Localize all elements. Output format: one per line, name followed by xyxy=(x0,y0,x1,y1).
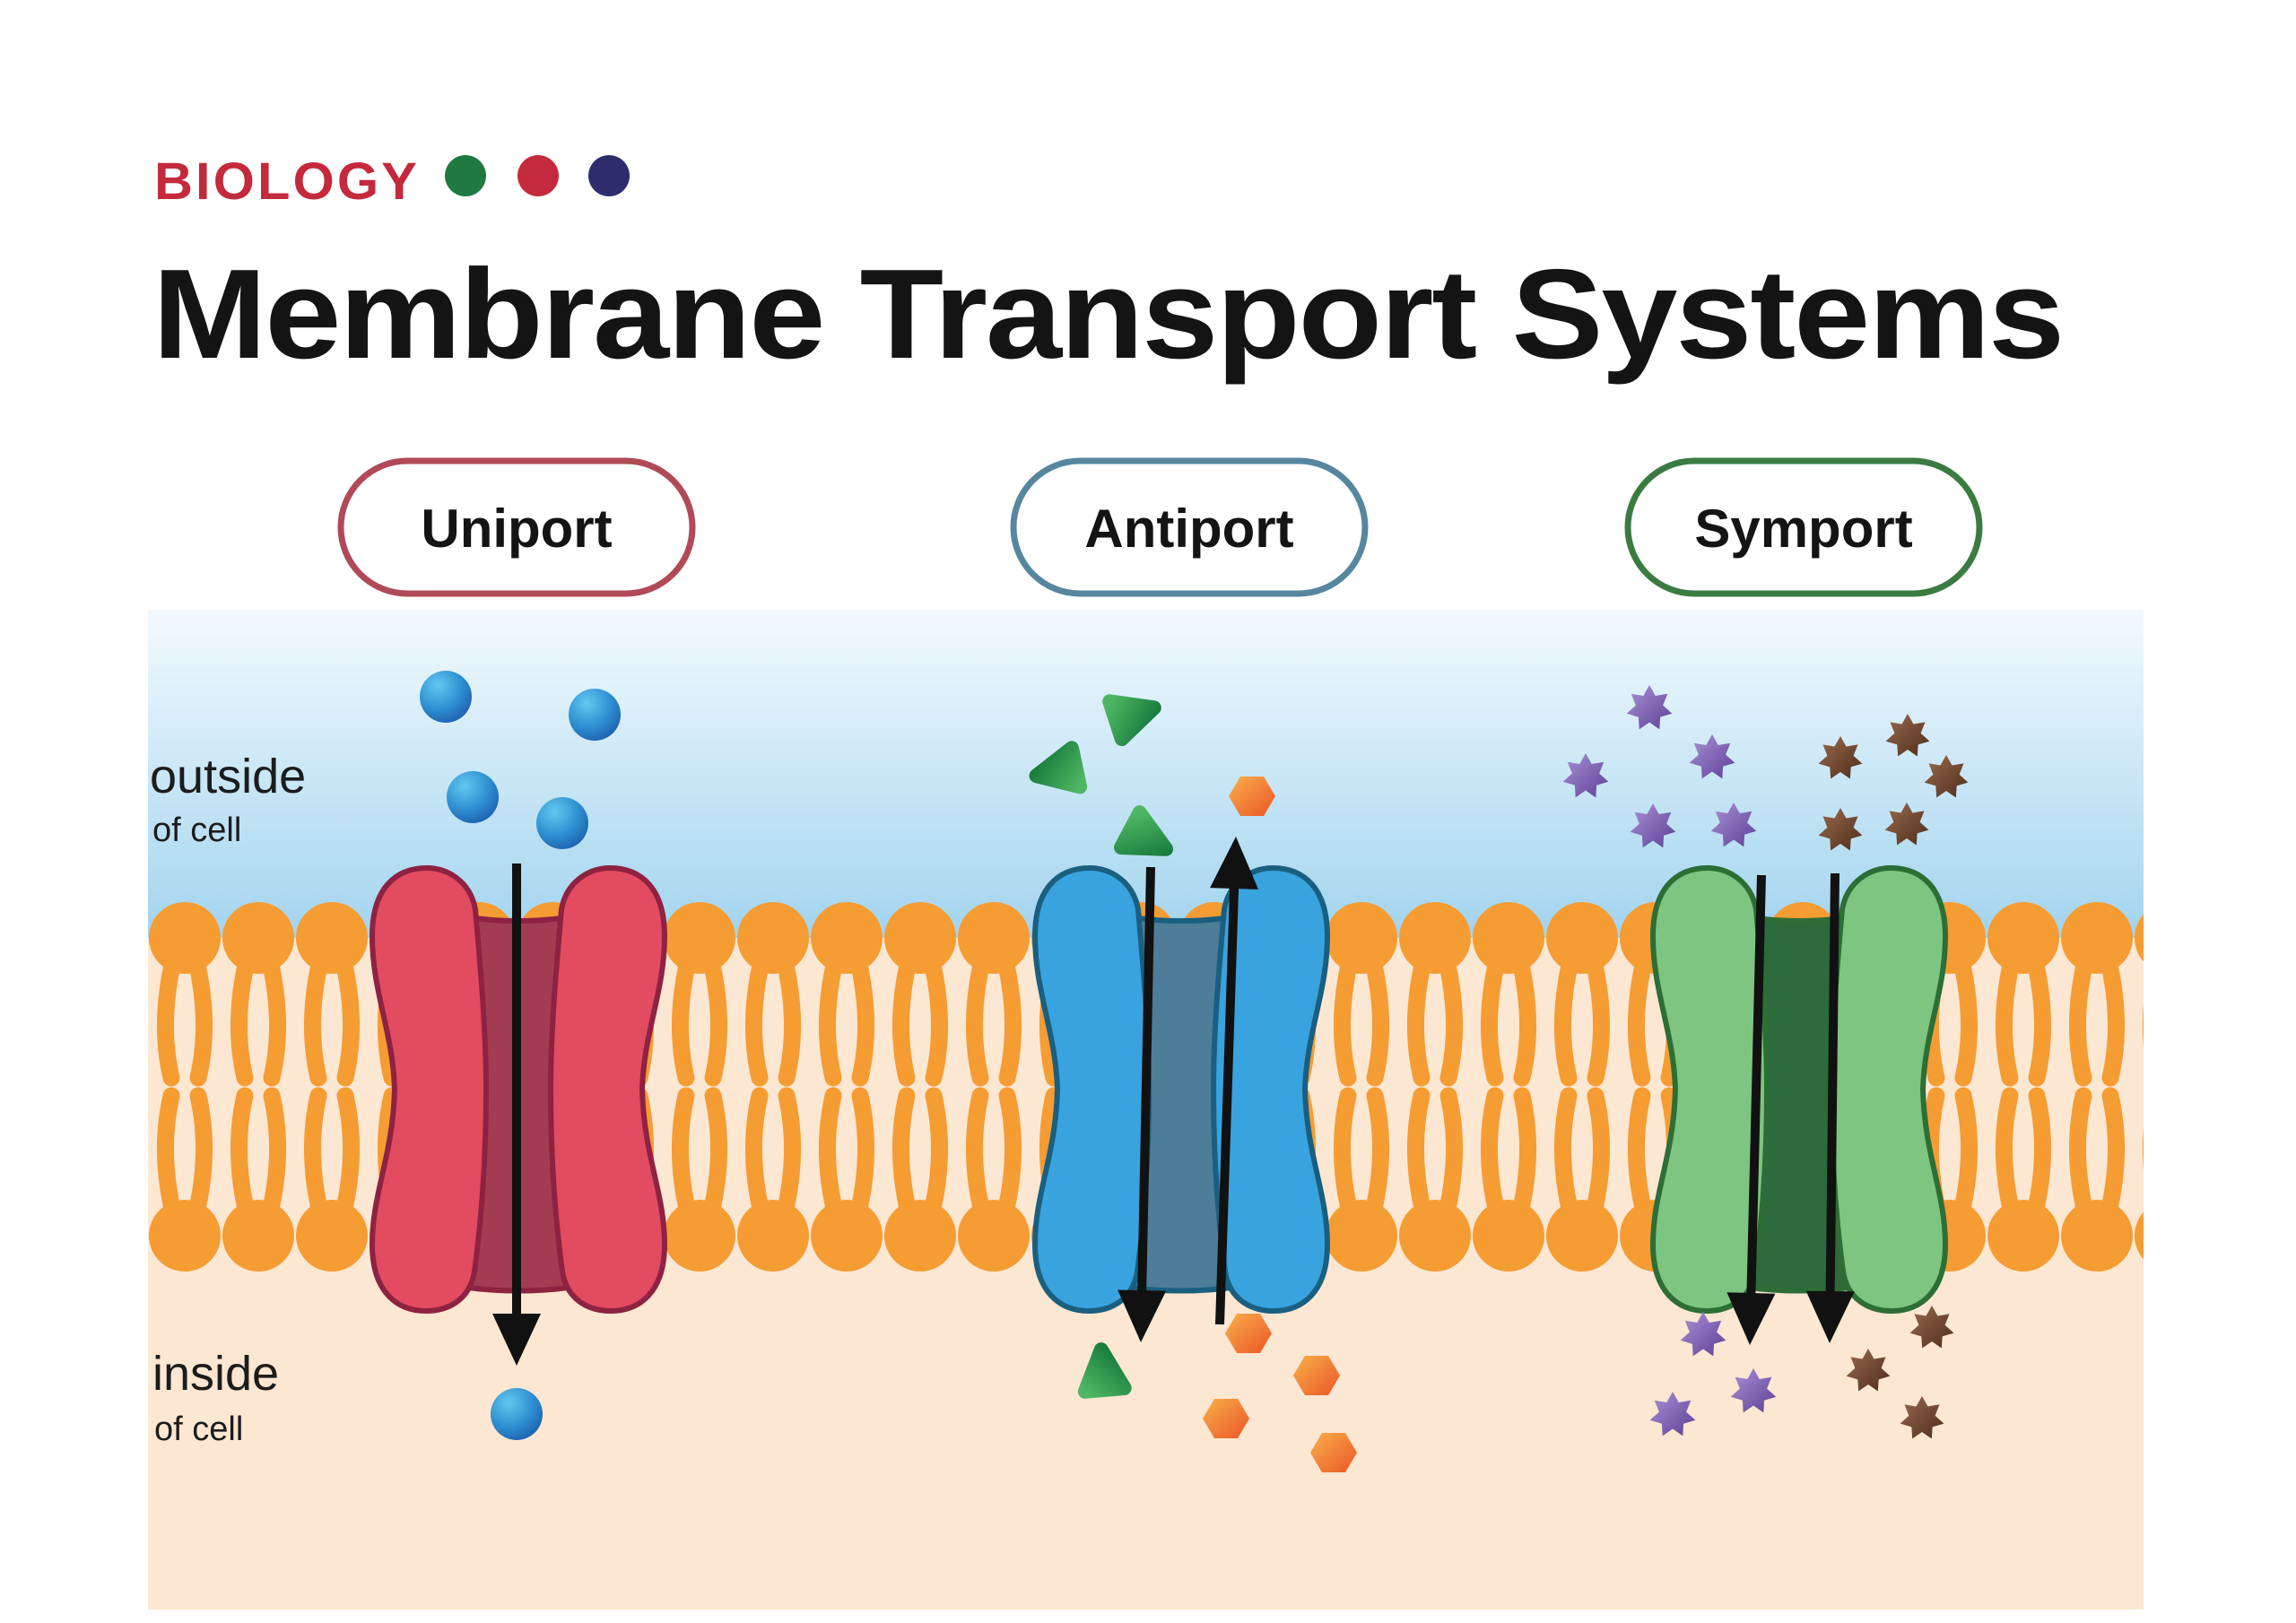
antiport-arrowhead xyxy=(1210,837,1259,890)
uniport-arrowhead xyxy=(492,1314,541,1366)
inside-of-cell-label: inside of cell xyxy=(152,1347,279,1448)
uniport-channel-protein xyxy=(369,864,668,1315)
uniport-channel-lobe-left xyxy=(369,864,490,1315)
uniport-molecule-sphere-icon xyxy=(491,1388,543,1440)
page-title: Membrane Transport Systems xyxy=(152,243,2063,386)
uniport-molecule-sphere-icon xyxy=(447,771,499,823)
uniport-pill-label: Uniport xyxy=(421,499,612,559)
symport-arrow-shaft xyxy=(1746,874,1766,1299)
antiport-arrowhead xyxy=(1118,1289,1167,1342)
uniport-molecule-sphere-icon xyxy=(536,797,588,849)
uniport-pill-outline xyxy=(337,457,696,597)
transport-channels xyxy=(369,864,1949,1315)
symport-channel-lobe-left xyxy=(1649,864,1770,1315)
uniport-molecule-sphere-icon xyxy=(420,671,472,723)
symport-channel-protein xyxy=(1649,864,1949,1315)
outside-of-cell-label: outside of cell xyxy=(150,750,306,849)
symport-pill-label: Symport xyxy=(1694,499,1912,559)
symport-arrowhead xyxy=(1726,1292,1776,1345)
uniport-molecule-sphere-icon xyxy=(569,689,621,741)
outside-label-line2: of cell xyxy=(152,812,241,849)
transport-arrows xyxy=(492,837,1855,1366)
antiport-arrow-shaft xyxy=(1137,866,1155,1297)
symport-pill: Symport xyxy=(1624,457,1983,597)
symport-pill-outline xyxy=(1624,457,1983,597)
antiport-pill: Antiport xyxy=(1010,457,1369,597)
antiport-pill-label: Antiport xyxy=(1084,499,1293,559)
symport-arrow-shaft xyxy=(1825,872,1839,1298)
uniport-pill: Uniport xyxy=(337,457,696,597)
navy-dot-icon xyxy=(588,155,630,196)
antiport-arrow-shaft xyxy=(1215,882,1239,1325)
inside-label-line2: of cell xyxy=(154,1410,243,1448)
antiport-channel-protein xyxy=(1031,864,1331,1315)
green-dot-icon xyxy=(445,155,486,196)
antiport-channel-lobe-right xyxy=(1210,864,1331,1315)
red-dot-icon xyxy=(517,155,559,196)
symport-arrowhead xyxy=(1805,1290,1855,1343)
antiport-pill-outline xyxy=(1010,457,1369,597)
inside-label-line1: inside xyxy=(152,1347,279,1401)
uniport-channel-lobe-right xyxy=(547,864,668,1315)
kicker-biology: BIOLOGY xyxy=(154,152,420,211)
outside-label-line1: outside xyxy=(150,750,306,803)
